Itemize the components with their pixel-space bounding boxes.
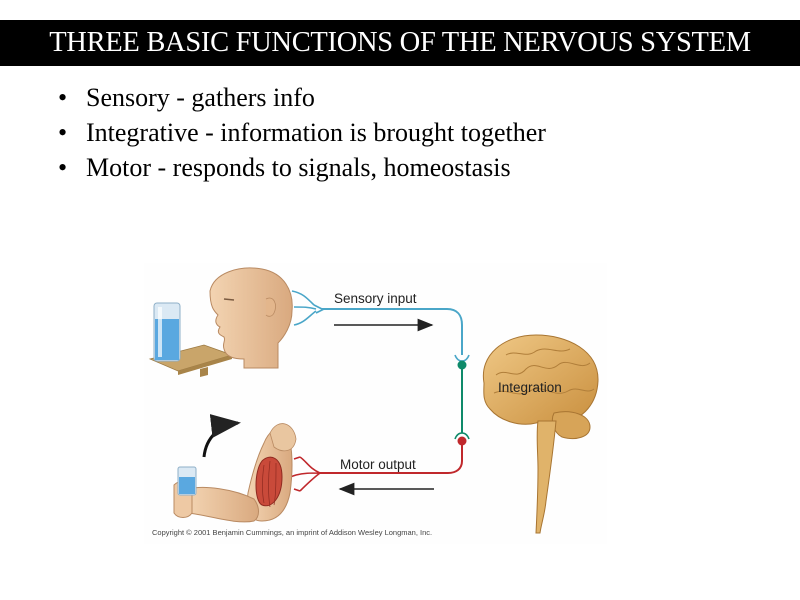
small-water	[179, 477, 195, 494]
sensory-nerve	[322, 308, 463, 355]
bullet-text-motor: Motor - responds to signals, homeostasis	[86, 153, 511, 182]
ear	[265, 297, 276, 317]
sensory-synapse	[454, 354, 470, 362]
shelf-front	[178, 355, 232, 375]
muscle-striations	[262, 460, 277, 508]
cerebellum	[551, 411, 591, 440]
bullet-sensory: • Sensory - gathers info	[58, 80, 546, 115]
shelf-leg	[200, 367, 208, 377]
motor-synapse	[454, 432, 470, 440]
integration-label: Integration	[498, 380, 562, 395]
eye	[223, 298, 235, 301]
title-bar: THREE BASIC FUNCTIONS OF THE NERVOUS SYS…	[0, 20, 800, 66]
arm-with-glass	[173, 414, 297, 523]
shelf-with-glass	[148, 302, 234, 377]
bullet-marker: •	[58, 83, 68, 112]
slide-title: THREE BASIC FUNCTIONS OF THE NERVOUS SYS…	[49, 27, 751, 58]
head-shape	[209, 267, 293, 369]
motor-pathway: Motor output	[289, 445, 463, 496]
interneuron-dot-top	[457, 360, 467, 370]
glass-highlight	[158, 307, 162, 357]
bullet-text-sensory: Sensory - gathers info	[86, 83, 315, 112]
motor-output-label: Motor output	[340, 457, 416, 472]
brainstem	[535, 420, 557, 534]
sensory-input-label: Sensory input	[334, 291, 417, 306]
nervous-system-diagram: Sensory input Integration Motor output	[148, 267, 599, 537]
motor-nerve	[320, 445, 463, 474]
bullet-integrative: • Integrative - information is brought t…	[58, 115, 546, 150]
sensory-receptor-branches	[291, 290, 325, 326]
sensory-pathway: Sensory input	[291, 290, 463, 355]
head-profile	[209, 267, 293, 369]
bullet-marker: •	[58, 153, 68, 182]
nervous-system-figure: Sensory input Integration Motor output	[144, 263, 607, 544]
brain: Integration	[482, 334, 599, 534]
lift-arrow	[202, 414, 241, 458]
shoulder	[269, 423, 297, 452]
bullet-motor: • Motor - responds to signals, homeostas…	[58, 150, 546, 185]
brain-folds	[493, 348, 595, 395]
motor-nerve-endings	[289, 456, 321, 492]
bullet-text-integrative: Integrative - information is brought tog…	[86, 118, 546, 147]
bullet-list: • Sensory - gathers info • Integrative -…	[58, 80, 546, 185]
bullet-marker: •	[58, 118, 68, 147]
interneuron-dot-bottom	[457, 436, 467, 446]
copyright-credit: Copyright © 2001 Benjamin Cummings, an i…	[152, 528, 432, 537]
forearm	[187, 486, 259, 523]
synapse-connectors	[454, 354, 470, 446]
